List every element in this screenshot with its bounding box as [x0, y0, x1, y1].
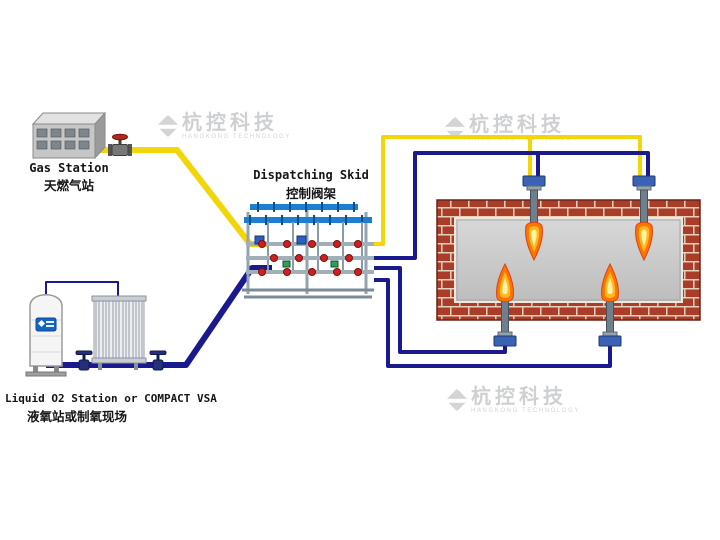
- vaporizer-fins: [95, 301, 143, 358]
- burner-nozzle: [501, 297, 509, 333]
- gas-station-label-en: Gas Station: [29, 161, 109, 175]
- dispatching-skid: [242, 202, 374, 299]
- oxygen-line-valve-2: [149, 350, 167, 371]
- skid-base-frame: [242, 288, 374, 299]
- burner-valve-box: [522, 175, 546, 187]
- valve-handwheel: [112, 133, 128, 141]
- watermark: 杭控科技 HANGKONG TECHNOLOGY: [445, 384, 580, 414]
- gas-distribution-pipe: [374, 135, 642, 246]
- burner-flange: [636, 185, 652, 191]
- vaporizer-bottom-header: [91, 357, 147, 364]
- gas-station-valve: [108, 133, 132, 156]
- oxygen-station-label-zh: 液氧站或制氧现场: [27, 409, 128, 424]
- watermark: 杭控科技 HANGKONG TECHNOLOGY: [156, 110, 291, 140]
- oxygen-line-valve-1: [75, 350, 93, 371]
- furnace: [436, 199, 701, 321]
- burner-valve-box: [493, 335, 517, 347]
- vaporizer-leg: [134, 363, 138, 370]
- burner-valve-box: [598, 335, 622, 347]
- watermark-brand: 杭控科技: [469, 112, 565, 136]
- vaporizer-top-header: [91, 295, 147, 302]
- vaporizer-leg: [98, 363, 102, 370]
- burner-top-right: [632, 175, 656, 261]
- burner-valve-box: [632, 175, 656, 187]
- watermark-subtitle: HANGKONG TECHNOLOGY: [182, 134, 291, 140]
- tank-brand-badge: [35, 317, 57, 332]
- dispatching-skid-label-en: Dispatching Skid: [253, 168, 369, 182]
- oxygen-pipe-network: [45, 151, 650, 368]
- burner-nozzle: [606, 297, 614, 333]
- tank-leg: [33, 366, 38, 373]
- burner-bottom-left: [493, 263, 517, 347]
- tank-vaporizer-link-pipe: [45, 281, 119, 298]
- oxygen-bottom-header-1: [374, 266, 507, 354]
- skid-pipe-flanges: [249, 202, 363, 225]
- vaporizer: [91, 295, 147, 370]
- building-windows: [36, 128, 90, 150]
- watermark-brand: 杭控科技: [182, 110, 278, 134]
- burner-nozzle: [530, 189, 538, 227]
- burner-top-left: [522, 175, 546, 261]
- skid-red-valve-handles: [258, 240, 362, 276]
- skid-vertical-connectors: [267, 222, 363, 272]
- furnace-interior-shadow: [456, 219, 681, 301]
- building-roof: [31, 112, 107, 125]
- burner-flange: [602, 331, 618, 337]
- burner-bottom-right: [598, 263, 622, 347]
- dispatching-skid-label-zh: 控制阀架: [285, 186, 336, 201]
- gas-station-label-zh: 天燃气站: [43, 178, 94, 193]
- tank-leg: [54, 366, 59, 373]
- oxygen-bottom-header-2: [374, 278, 612, 368]
- tank-base: [25, 371, 67, 377]
- burner-nozzle: [640, 189, 648, 227]
- gas-station-building: [31, 111, 107, 160]
- oxygen-station-label-en: Liquid O2 Station or COMPACT VSA: [5, 392, 217, 405]
- watermark-brand: 杭控科技: [471, 384, 567, 408]
- burner-flange: [526, 185, 542, 191]
- watermark-subtitle: HANGKONG TECHNOLOGY: [471, 408, 580, 414]
- burner-flange: [497, 331, 513, 337]
- liquid-o2-tank: [25, 294, 67, 377]
- skid-green-valve-boxes: [282, 260, 339, 268]
- oxygen-top-header: [374, 151, 650, 260]
